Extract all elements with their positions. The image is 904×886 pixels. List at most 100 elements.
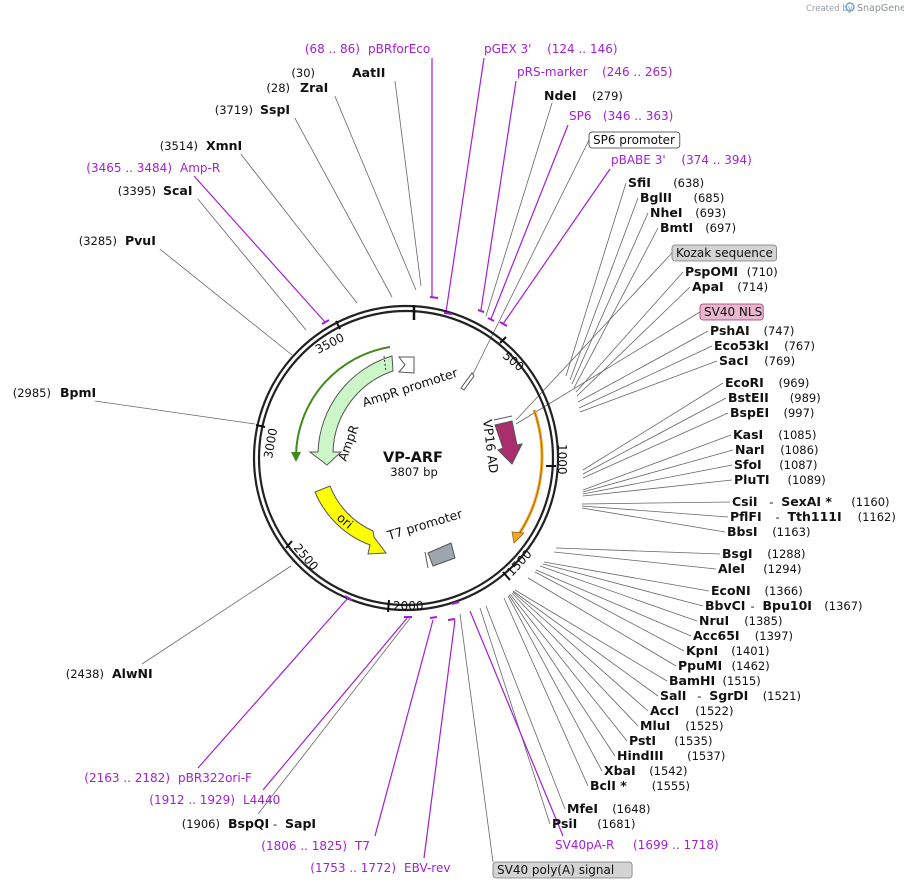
site-name: XmnI xyxy=(206,138,242,153)
primer-mark-pbr322ori-f xyxy=(344,595,353,601)
site-name-alt: Bpu10I xyxy=(763,598,812,613)
site-name: EBV-rev xyxy=(404,861,450,875)
site-coord: (685) xyxy=(694,191,725,205)
site-coord: (1699 .. 1718) xyxy=(633,838,719,852)
primer-mark-ebv-rev xyxy=(447,618,456,621)
site-coord: (769) xyxy=(764,354,795,368)
site-name: HindIII xyxy=(617,748,664,763)
site-name: L4440 xyxy=(243,793,280,807)
site-name: BamHI xyxy=(669,673,715,688)
leader-saci xyxy=(579,360,718,413)
ampr-feature-divider xyxy=(383,355,387,373)
leader-sv40-poly-a-signal xyxy=(459,613,494,863)
site-label-ecori: EcoRI(969) xyxy=(725,375,809,390)
leader-bbvci xyxy=(542,563,704,607)
site-name: Eco53kI xyxy=(714,338,769,353)
plasmid-name: VP-ARF xyxy=(383,450,443,466)
leader-sp6 xyxy=(490,124,569,320)
site-coord: (997) xyxy=(784,406,815,420)
site-label-ppumi: PpuMI (1462) xyxy=(678,658,770,673)
t7-promoter-label: T7 promoter xyxy=(385,506,465,544)
site-label-nari: NarI(1086) xyxy=(735,442,818,457)
site-coord: (1681) xyxy=(597,817,635,831)
site-coord: (1542) xyxy=(649,764,687,778)
site-label-bsteii: BstEII(989) xyxy=(728,390,821,405)
site-name: BspQI xyxy=(228,816,269,831)
site-dash: - xyxy=(697,689,701,703)
site-coord: (1288) xyxy=(767,547,805,561)
site-label-mlui: MluI(1525) xyxy=(640,718,723,733)
tick-label-1000: 1000 xyxy=(555,444,569,475)
site-labels: (30)AatII(28)ZraI(3719)SspI(3514)XmnI(34… xyxy=(13,42,896,879)
primer-mark-sv40pa-r xyxy=(451,601,460,605)
site-name: XbaI xyxy=(604,763,636,778)
site-coord: (1294) xyxy=(763,562,801,576)
leader-scai xyxy=(197,198,307,331)
site-label-psti: PstI(1535) xyxy=(629,733,712,748)
site-label-bspei: BspEI(997) xyxy=(730,405,814,420)
feature-box xyxy=(699,303,764,321)
leader-sali xyxy=(512,590,659,697)
site-name: BbvCI xyxy=(705,598,745,613)
site-coord: (1521) xyxy=(763,689,801,703)
site-coord: (279) xyxy=(592,89,623,103)
leader-pshai xyxy=(577,330,709,403)
site-label-kozak-sequence: Kozak sequence xyxy=(671,244,777,262)
t7-promoter-arrow xyxy=(427,542,456,567)
site-label-econi: EcoNI(1366) xyxy=(711,583,803,598)
backbone-ring xyxy=(252,304,560,612)
site-dash: - xyxy=(776,510,780,524)
vp16-ad-label: VP16 AD xyxy=(480,419,501,475)
vp16-ad-arrow xyxy=(494,420,523,465)
arf-orf-line xyxy=(517,409,544,535)
site-name: PstI xyxy=(629,733,656,748)
site-name: NdeI xyxy=(544,88,577,103)
tick-3000: 3000 xyxy=(255,424,280,460)
leader-sv40pa-r xyxy=(469,610,564,837)
site-label-aatii: (30)AatII xyxy=(291,65,385,80)
site-coord: (1462) xyxy=(732,659,770,673)
leader-bamhi xyxy=(514,589,668,682)
site-dash: - xyxy=(751,599,755,613)
tick-label-3000: 3000 xyxy=(261,427,280,460)
site-label-bcli: BclI *(1555) xyxy=(590,778,690,793)
site-label-amp-r: (3465 .. 3484)Amp-R xyxy=(86,161,220,175)
site-name: SfiI xyxy=(628,175,651,190)
leader-sspi xyxy=(294,117,393,298)
snapgene-credit: Created by SnapGene xyxy=(806,2,904,14)
site-name: NruI xyxy=(699,613,729,628)
site-coord: (3465 .. 3484) xyxy=(86,161,172,175)
site-label-nhei: NheI(693) xyxy=(650,205,726,220)
leader-xbai xyxy=(507,595,603,772)
site-label-saci: SacI(769) xyxy=(719,353,795,368)
site-coord: (30) xyxy=(291,66,315,80)
site-coord: (1515) xyxy=(723,674,761,688)
site-coord: (1086) xyxy=(780,443,818,457)
site-label-bmti: BmtI(697) xyxy=(660,220,736,235)
leader-t7 xyxy=(374,619,434,837)
site-name: pBABE 3' xyxy=(611,153,666,167)
leader-acci xyxy=(512,591,649,712)
site-name: ApaI xyxy=(692,279,724,294)
site-name: SspI xyxy=(260,102,290,117)
leader-pbr322ori-f xyxy=(197,597,349,769)
site-coord: (1085) xyxy=(778,428,816,442)
site-label-t7: (1806 .. 1825)T7 xyxy=(261,839,370,853)
site-label-bpmi: (2985)BpmI xyxy=(13,385,96,400)
site-name: PshAI xyxy=(710,323,750,338)
site-name: KpnI xyxy=(686,643,718,658)
leader-pluti xyxy=(582,479,733,497)
leader-eco53ki xyxy=(578,345,713,409)
site-coord: (1087) xyxy=(779,458,817,472)
site-coord: (1397) xyxy=(755,629,793,643)
site-name: PpuMI xyxy=(678,658,722,673)
leader-ppumi xyxy=(527,577,677,667)
leader-bspqi xyxy=(257,616,412,815)
site-coord: (767) xyxy=(784,339,815,353)
site-name: PsiI xyxy=(552,816,577,831)
site-dash: - xyxy=(273,817,277,831)
ampr-promoter-arrow xyxy=(397,356,415,374)
site-label-pgex-3: pGEX 3'(124 .. 146) xyxy=(484,42,618,56)
site-label-bsgi: BsgI(1288) xyxy=(722,546,805,561)
